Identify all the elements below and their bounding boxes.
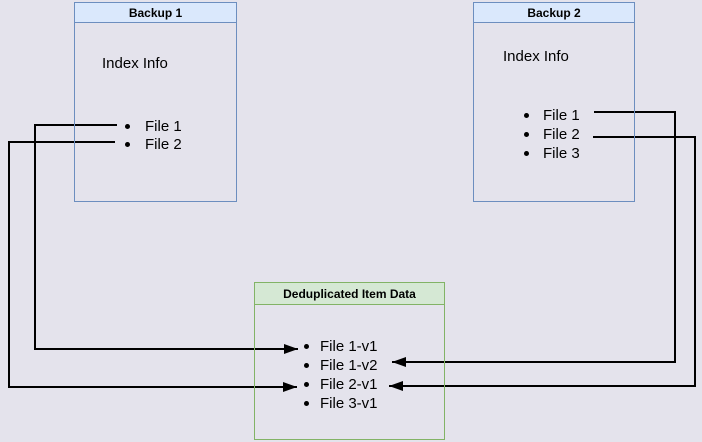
list-item-label: File 1-v1 (320, 338, 378, 355)
bullet-icon (125, 123, 130, 129)
list-item-label: File 1 (543, 107, 580, 124)
bullet-icon (524, 151, 529, 156)
list-item: File 3-v1 (304, 394, 378, 413)
backup2-box: Backup 2 Index Info File 1 File 2 File 3 (473, 2, 635, 202)
dedup-title: Deduplicated Item Data (255, 283, 444, 305)
list-item: File 1 (524, 106, 580, 125)
list-item: File 2 (524, 125, 580, 144)
backup1-index-info-label: Index Info (102, 55, 168, 72)
backup2-file-list: File 1 File 2 File 3 (524, 106, 580, 163)
bullet-icon (524, 132, 529, 137)
list-item-label: File 3-v1 (320, 395, 378, 412)
backup2-title: Backup 2 (474, 3, 634, 23)
backup2-index-info-label: Index Info (503, 48, 569, 65)
list-item: File 1-v2 (304, 356, 378, 375)
bullet-icon (304, 401, 309, 406)
list-item: File 1 (125, 117, 182, 135)
list-item: File 3 (524, 144, 580, 163)
bullet-icon (304, 363, 309, 368)
list-item-label: File 2 (145, 135, 182, 153)
list-item: File 1-v1 (304, 337, 378, 356)
bullet-icon (125, 141, 130, 147)
bullet-icon (524, 113, 529, 118)
bullet-icon (304, 382, 309, 387)
list-item: File 2 (125, 135, 182, 153)
list-item-label: File 2-v1 (320, 376, 378, 393)
bullet-icon (304, 344, 309, 349)
backup1-title: Backup 1 (75, 3, 236, 23)
list-item-label: File 3 (543, 145, 580, 162)
list-item-label: File 1-v2 (320, 357, 378, 374)
list-item: File 2-v1 (304, 375, 378, 394)
list-item-label: File 2 (543, 126, 580, 143)
list-item-label: File 1 (145, 117, 182, 135)
